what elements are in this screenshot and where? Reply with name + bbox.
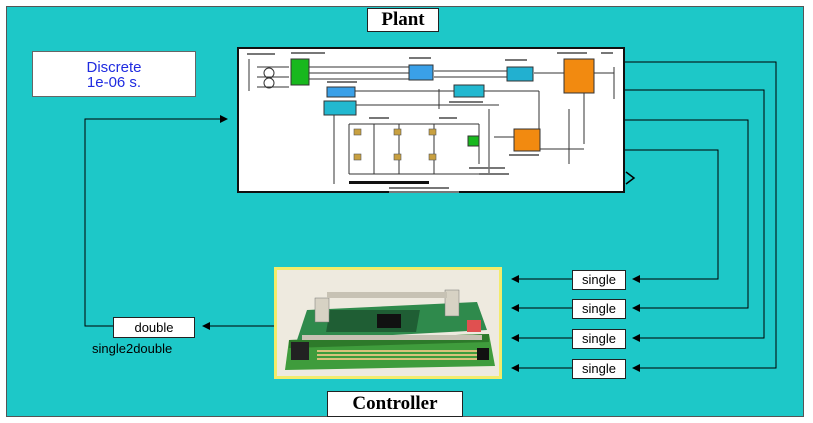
- double-conversion-block[interactable]: double: [113, 317, 195, 338]
- controller-title: Controller: [327, 391, 463, 417]
- plant-title: Plant: [367, 8, 439, 32]
- powergui-solver-block[interactable]: Discrete 1e-06 s.: [32, 51, 196, 97]
- single-conversion-block-4[interactable]: single: [572, 359, 626, 379]
- solver-mode-label: Discrete: [86, 59, 142, 76]
- solver-step-label: 1e-06 s.: [86, 74, 142, 91]
- controller-subsystem-block[interactable]: [274, 267, 502, 379]
- controller-board-photo: [277, 270, 499, 376]
- single-conversion-block-3[interactable]: single: [572, 329, 626, 349]
- single-conversion-block-1[interactable]: single: [572, 270, 626, 290]
- single2double-caption: single2double: [92, 341, 173, 356]
- single-conversion-block-2[interactable]: single: [572, 299, 626, 319]
- plant-schematic-image: [247, 52, 615, 193]
- plant-subsystem-block[interactable]: [237, 47, 625, 193]
